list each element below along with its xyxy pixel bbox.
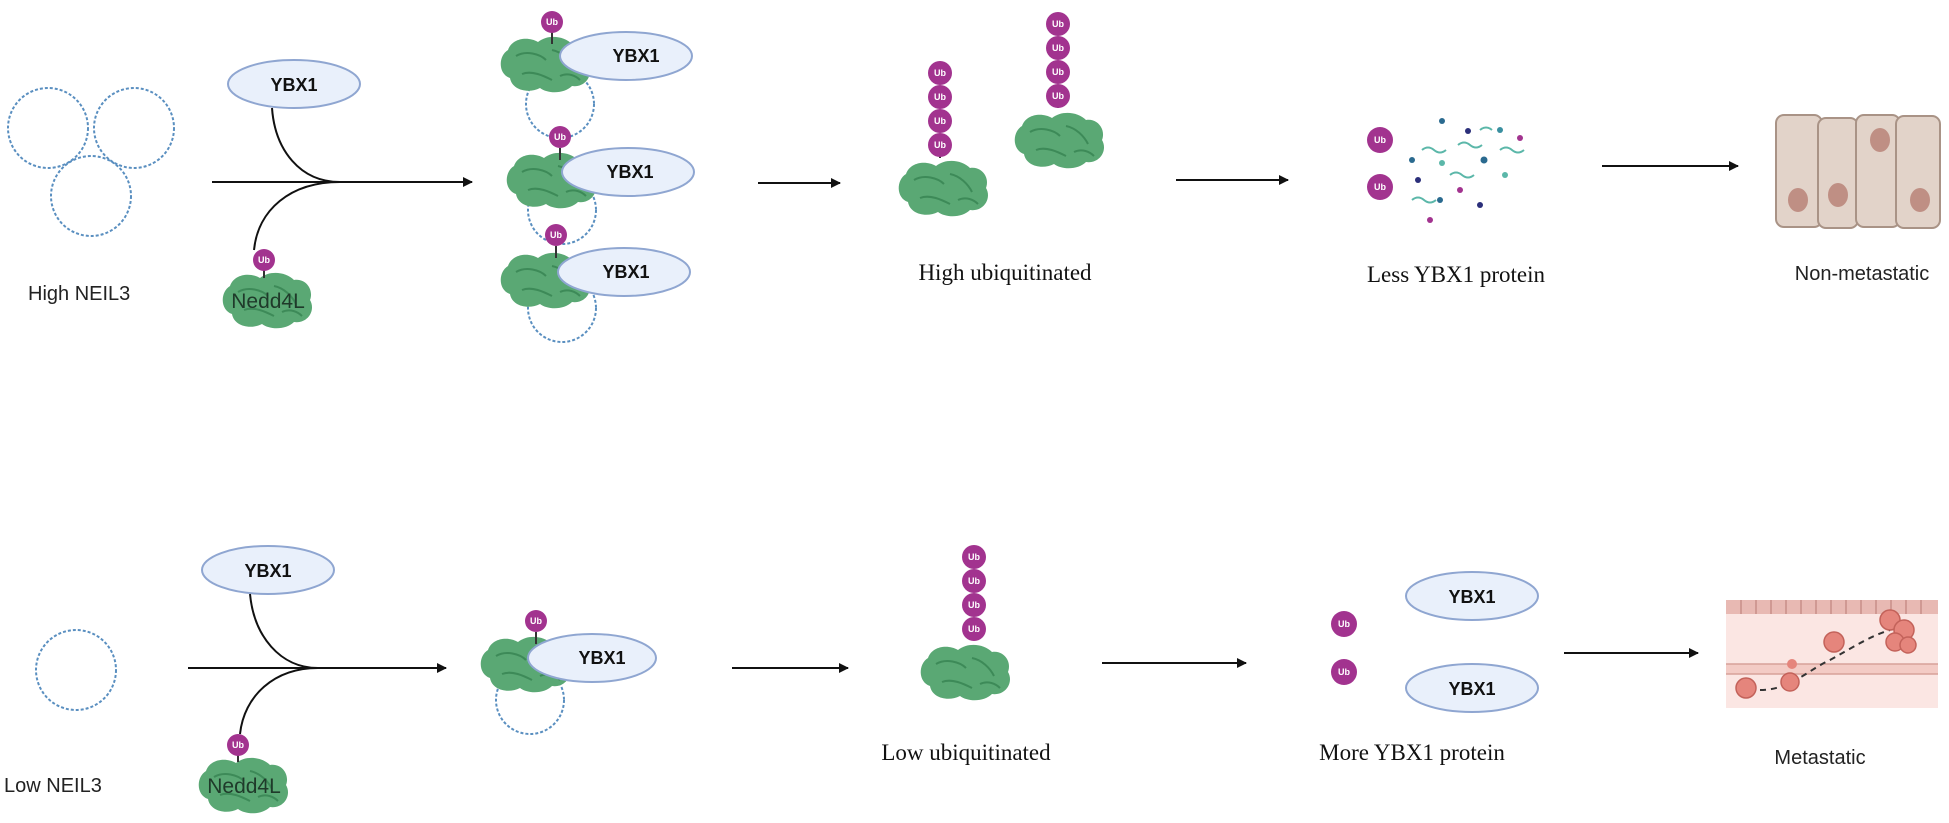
complex-1: YBX1 Ub [499, 11, 693, 139]
ybx1-label: YBX1 [244, 561, 291, 581]
svg-text:Ub: Ub [554, 132, 566, 142]
ub-bead [525, 610, 547, 632]
ybx1-protein: YBX1 [201, 545, 335, 595]
nedd4l-protein: Nedd4L [197, 756, 290, 815]
ub-bead: Ub [253, 249, 275, 271]
svg-text:Ub: Ub [968, 624, 980, 634]
svg-text:Ub: Ub [1338, 619, 1350, 629]
complex-bottom: YBX1 Ub [479, 610, 657, 735]
high-neil3-label: High NEIL3 [28, 283, 130, 305]
svg-text:Ub: Ub [934, 68, 946, 78]
neil3-high-cluster [7, 87, 175, 237]
merge-curve-lower [253, 181, 341, 251]
ybx1-label: YBX1 [578, 648, 625, 668]
high-ubiquitinated-label: High ubiquitinated [918, 260, 1092, 285]
ybx1-protein: YBX1 [1405, 663, 1539, 713]
svg-text:Ub: Ub [1338, 667, 1350, 677]
ybx1-label: YBX1 [1448, 679, 1495, 699]
neil3-circle [93, 87, 175, 169]
degraded-fragments [1409, 118, 1525, 223]
svg-text:Ub: Ub [934, 116, 946, 126]
ybx1-protein: YBX1 [1405, 571, 1539, 621]
ybx1-label: YBX1 [270, 75, 317, 95]
polyub-protein: Ub Ub Ub Ub [897, 61, 990, 218]
non-metastatic-tissue [1775, 114, 1941, 229]
svg-text:Ub: Ub [1052, 67, 1064, 77]
svg-text:Ub: Ub [530, 616, 542, 626]
ybx1-label: YBX1 [1448, 587, 1495, 607]
svg-text:Ub: Ub [934, 140, 946, 150]
low-neil3-label: Low NEIL3 [4, 775, 102, 797]
merge-curve-lower [239, 667, 319, 735]
polyub-protein: Ub Ub Ub Ub [1013, 12, 1106, 170]
svg-text:Ub: Ub [1374, 182, 1386, 192]
non-metastatic-label: Non-metastatic [1795, 263, 1930, 285]
free-ub: Ub Ub [1331, 611, 1357, 685]
svg-text:Ub: Ub [550, 230, 562, 240]
neil3-circle [35, 629, 117, 711]
svg-text:Ub: Ub [968, 600, 980, 610]
nedd4l-label: Nedd4L [231, 290, 305, 313]
metastatic-tissue [1726, 600, 1938, 708]
ub-bead: Ub [227, 734, 249, 756]
merge-curve-upper [249, 593, 319, 669]
merge-curve-upper [271, 107, 341, 183]
polyub-protein: Ub Ub Ub Ub [919, 545, 1012, 702]
nedd4l-label: Nedd4L [207, 775, 281, 798]
ub-bead [549, 126, 571, 148]
svg-text:Ub: Ub [546, 17, 558, 27]
ub-bead [541, 11, 563, 33]
less-ybx1-label: Less YBX1 protein [1367, 262, 1546, 287]
free-ub: Ub Ub [1367, 127, 1393, 200]
complex-3: YBX1 Ub [499, 224, 691, 343]
low-ubiquitinated-label: Low ubiquitinated [881, 740, 1051, 765]
svg-text:Ub: Ub [232, 740, 244, 750]
metastatic-label: Metastatic [1774, 747, 1865, 769]
svg-text:Ub: Ub [968, 576, 980, 586]
svg-text:Ub: Ub [1052, 19, 1064, 29]
complex-2: YBX1 Ub [505, 126, 695, 245]
ybx1-label: YBX1 [602, 262, 649, 282]
more-ybx1-label: More YBX1 protein [1319, 740, 1505, 765]
svg-text:Ub: Ub [1052, 43, 1064, 53]
svg-text:Ub: Ub [968, 552, 980, 562]
svg-text:Ub: Ub [258, 255, 270, 265]
ub-bead [545, 224, 567, 246]
ybx1-protein: YBX1 [227, 59, 361, 109]
nedd4l-protein: Nedd4L [221, 271, 314, 330]
neil3-circle [50, 155, 132, 237]
svg-text:Ub: Ub [1374, 135, 1386, 145]
ybx1-label: YBX1 [606, 162, 653, 182]
ybx1-label: YBX1 [612, 46, 659, 66]
neil3-circle [7, 87, 89, 169]
svg-text:Ub: Ub [1052, 91, 1064, 101]
svg-text:Ub: Ub [934, 92, 946, 102]
